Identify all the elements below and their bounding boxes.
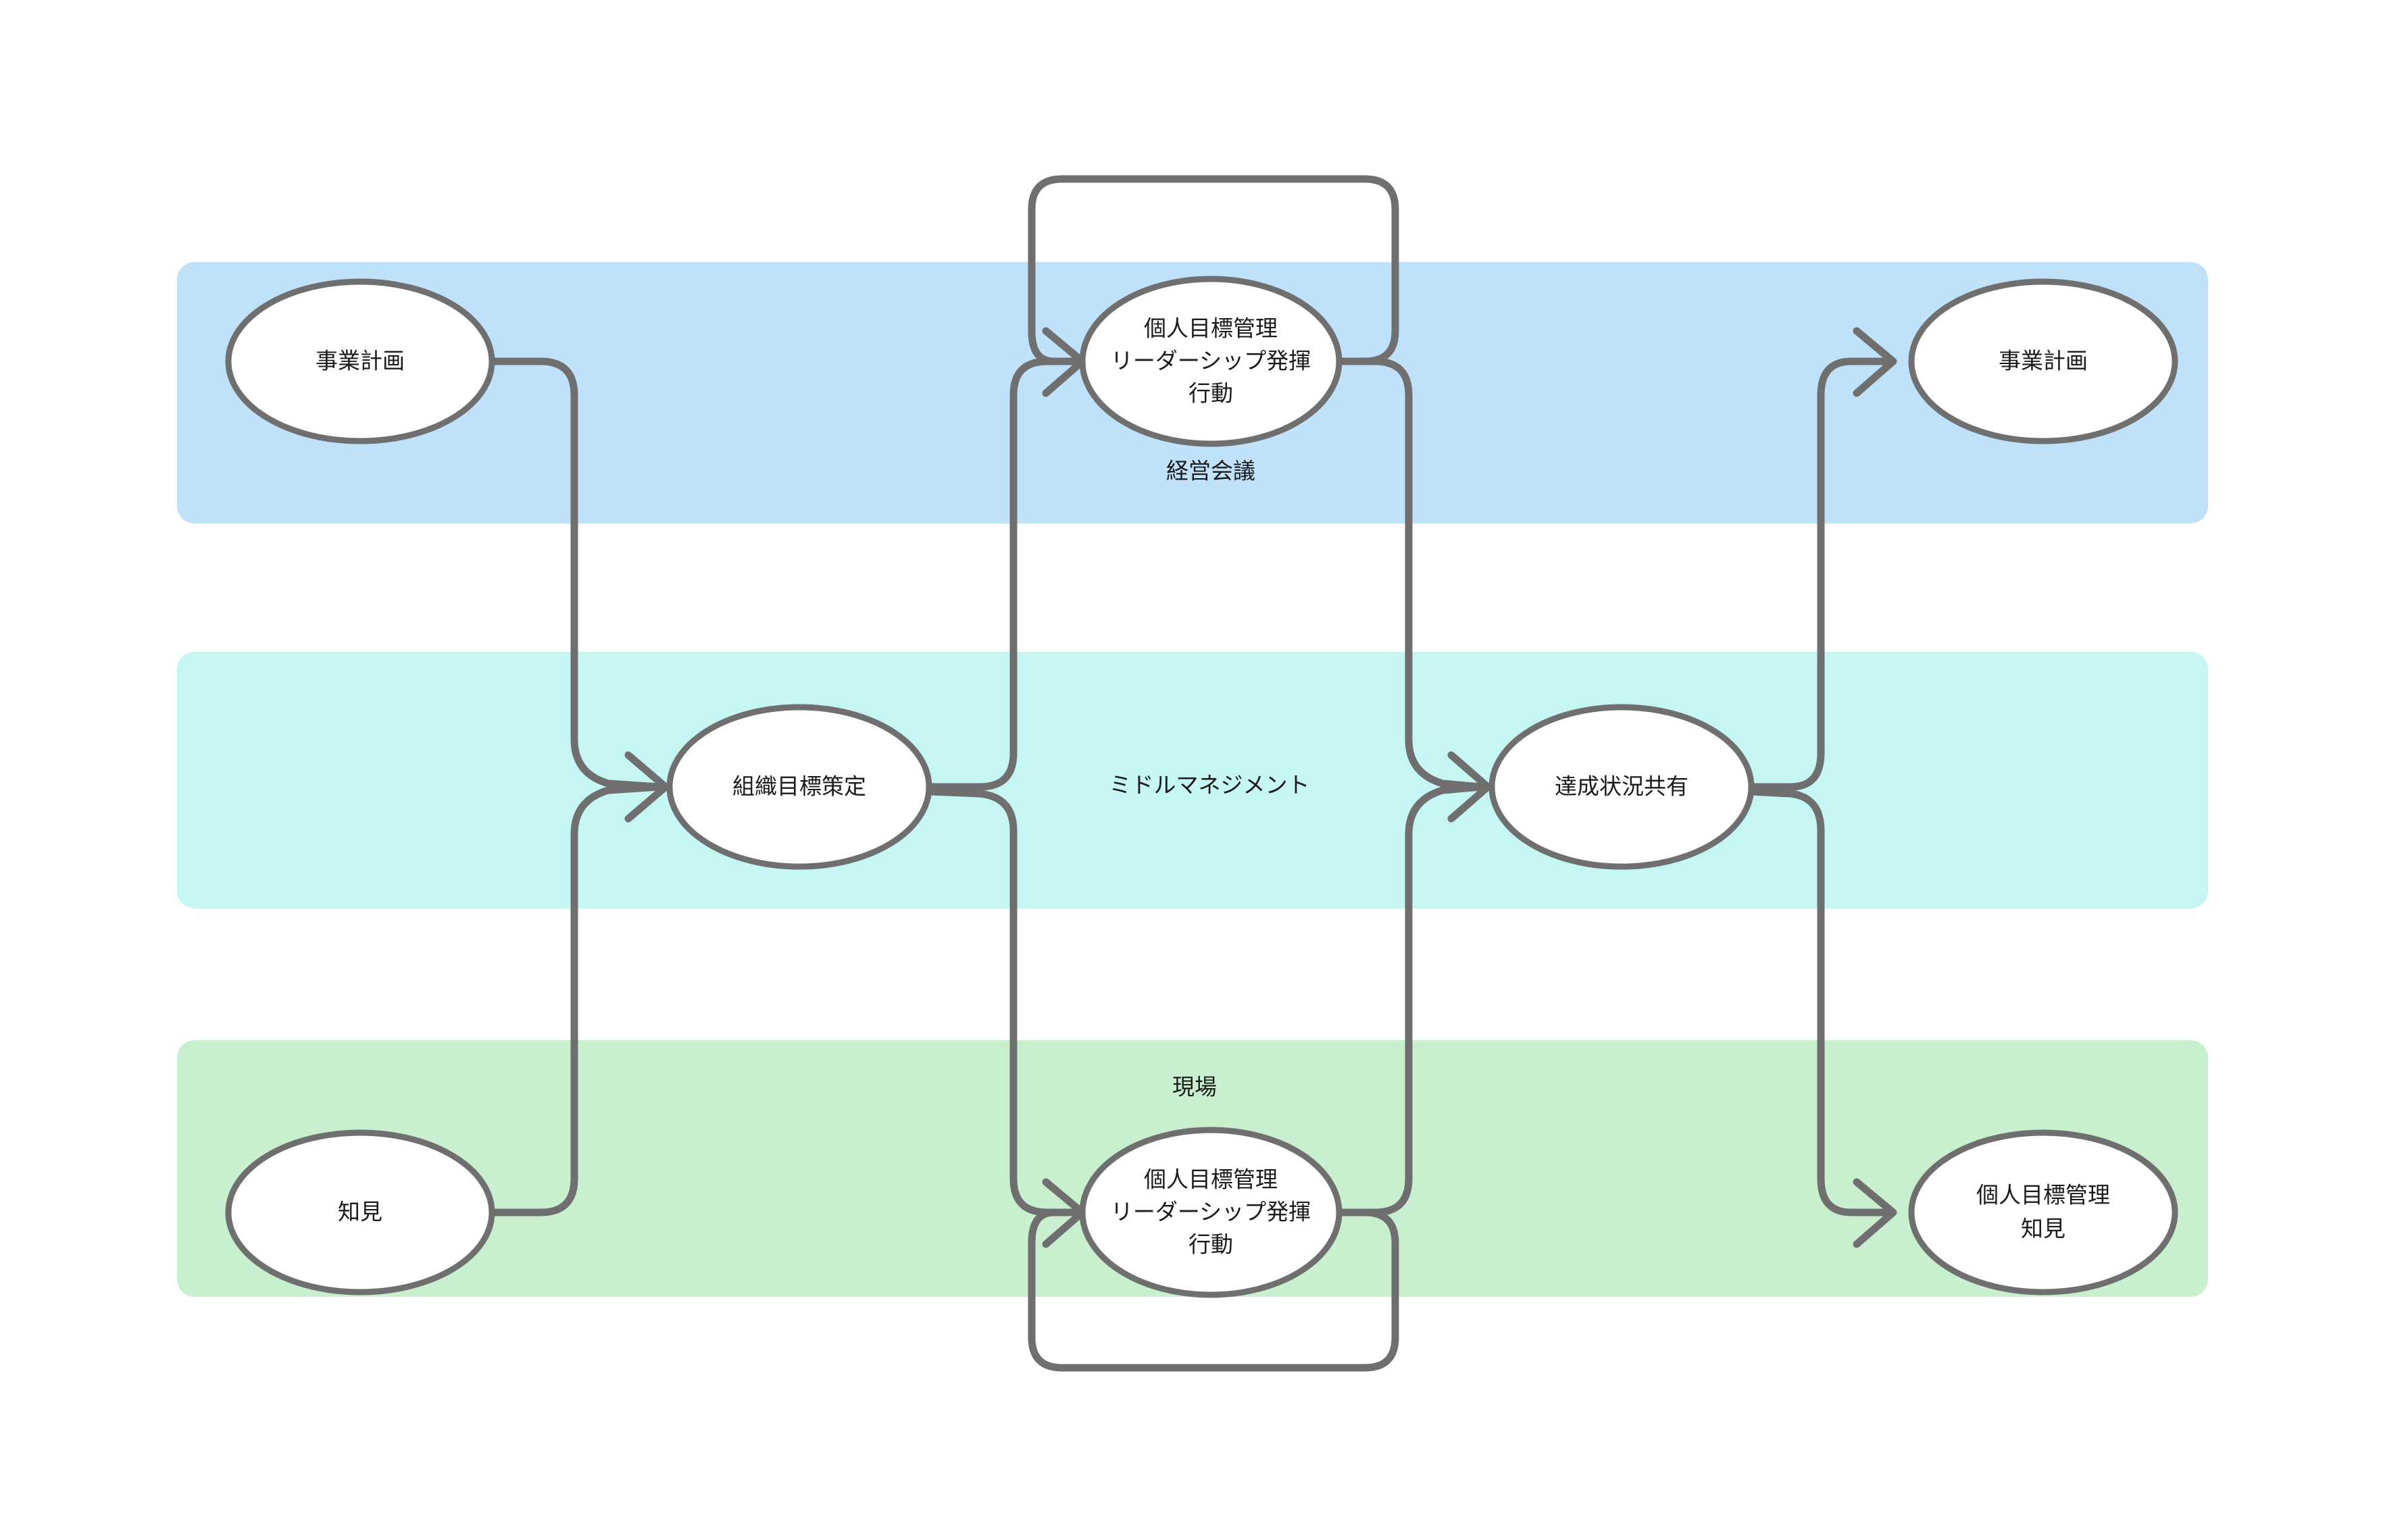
edge-progress-to-personal-knowledge-arrowhead: [1853, 1178, 1897, 1248]
node-personal-knowledge-shape[interactable]: [1908, 1129, 2178, 1295]
node-personal-goal-top-label-3: 行動: [1188, 381, 1233, 406]
edge-progress-to-personal-knowledge: [1747, 788, 1896, 1216]
node-knowledge-label: 知見: [338, 1200, 382, 1225]
node-knowledge[interactable]: 知見: [225, 1129, 495, 1295]
edge-org-goal-to-personal-goal-bottom: [927, 788, 1085, 1216]
edge-progress-to-business-plan-right: [1747, 357, 1896, 791]
edges-layer: [491, 175, 1897, 1372]
edge-personal-goal-top-to-progress: [1336, 357, 1485, 791]
node-business-plan-left[interactable]: 事業計画: [225, 278, 495, 444]
edge-business-plan-to-org-goal-arrowhead: [624, 751, 670, 823]
node-business-plan-right-shape[interactable]: [1908, 278, 2178, 444]
node-personal-goal-bottom-label-3: 行動: [1188, 1232, 1233, 1257]
edge-business-plan-to-org-goal: [491, 357, 663, 791]
nodes-layer: 事業計画 個人目標管理 リーダーシップ発揮 行動 事業計画 組織目標策定: [225, 276, 2178, 1298]
node-business-plan-left-label: 事業計画: [316, 349, 405, 374]
node-org-goal-label: 組織目標策定: [732, 774, 866, 799]
lane-label-middle: ミドルマネジメント: [1109, 773, 1310, 798]
edge-personal-goal-bottom-selfloop: [1028, 1208, 1399, 1372]
node-progress-share-label: 達成状況共有: [1555, 774, 1688, 799]
node-personal-goal-top-label-1: 個人目標管理: [1144, 316, 1278, 341]
edge-personal-goal-top-selfloop: [1028, 175, 1399, 365]
node-personal-goal-bottom-label-1: 個人目標管理: [1144, 1167, 1278, 1192]
edge-knowledge-to-org-goal: [491, 783, 663, 1216]
node-business-plan-left-shape[interactable]: [225, 278, 495, 444]
node-personal-knowledge[interactable]: 個人目標管理 知見: [1908, 1129, 2178, 1295]
node-personal-goal-top-label-2: リーダーシップ発揮: [1111, 349, 1311, 374]
node-progress-share-shape[interactable]: [1488, 704, 1755, 870]
node-personal-knowledge-label-2: 知見: [2021, 1216, 2065, 1241]
lane-label-management: 経営会議: [1166, 459, 1255, 484]
edge-personal-goal-bottom-to-progress: [1336, 783, 1485, 1216]
node-business-plan-right[interactable]: 事業計画: [1908, 278, 2178, 444]
node-org-goal-shape[interactable]: [666, 704, 932, 870]
lane-label-frontline: 現場: [1172, 1075, 1217, 1100]
lane-labels-layer: 経営会議 ミドルマネジメント 現場: [1109, 459, 1310, 1100]
edge-progress-to-business-plan-right-arrowhead: [1853, 327, 1897, 397]
node-personal-knowledge-label-1: 個人目標管理: [1976, 1183, 2110, 1208]
node-personal-goal-bottom-shape[interactable]: [1079, 1127, 1343, 1298]
node-personal-goal-top[interactable]: 個人目標管理 リーダーシップ発揮 行動: [1079, 276, 1343, 447]
node-personal-goal-bottom-label-2: リーダーシップ発揮: [1111, 1200, 1311, 1225]
node-progress-share[interactable]: 達成状況共有: [1488, 704, 1755, 870]
node-knowledge-shape[interactable]: [225, 1129, 495, 1295]
node-personal-goal-top-shape[interactable]: [1079, 276, 1343, 447]
edge-org-goal-to-personal-goal-top: [927, 357, 1085, 791]
node-business-plan-right-label: 事業計画: [1999, 349, 2088, 374]
edge-personal-goal-top-to-progress-arrowhead: [1447, 751, 1492, 823]
node-org-goal[interactable]: 組織目標策定: [666, 704, 932, 870]
node-personal-goal-bottom[interactable]: 個人目標管理 リーダーシップ発揮 行動: [1079, 1127, 1343, 1298]
